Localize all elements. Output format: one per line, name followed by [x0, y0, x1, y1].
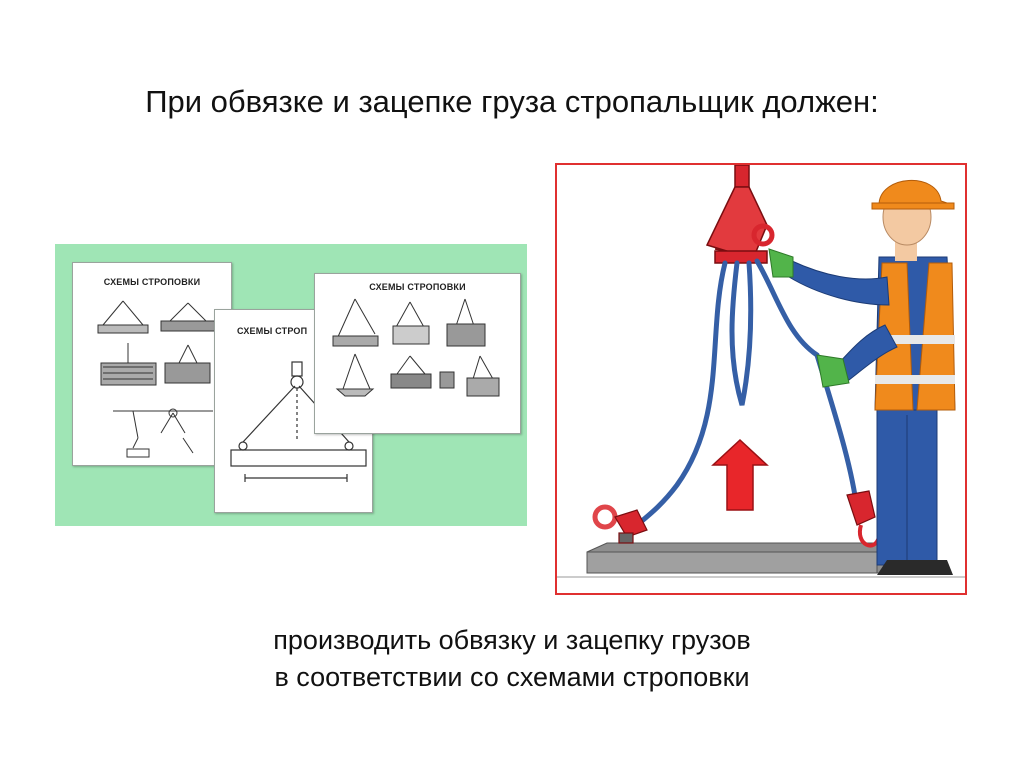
worker-slinging-illustration	[557, 165, 965, 578]
slide-caption: производить обвязку и зацепку грузов в с…	[0, 622, 1024, 696]
scheme-sheet-3-title: СХЕМЫ СТРОПОВКИ	[369, 282, 466, 292]
scheme-sheet-3: СХЕМЫ СТРОПОВКИ	[314, 273, 521, 434]
sling-angle-drawing-icon	[230, 361, 367, 482]
scheme-sheet-2-title: СХЕМЫ СТРОП	[237, 326, 308, 336]
scheme-sheet-1-title: СХЕМЫ СТРОПОВКИ	[103, 277, 201, 287]
slide-title: При обвязке и зацепке груза стропальщик …	[145, 84, 879, 119]
scheme-grid-drawings-icon	[332, 298, 500, 397]
rigging-schemes-image: СХЕМЫ СТРОПОВКИ СХЕМЫ СТРОП	[55, 244, 527, 526]
scheme-drawings-icon	[97, 300, 220, 458]
caption-line-1: производить обвязку и зацепку грузов	[273, 625, 751, 655]
up-arrow-icon	[711, 438, 769, 511]
scheme-sheet-1: СХЕМЫ СТРОПОВКИ	[72, 262, 232, 466]
caption-line-2: в соответствии со схемами строповки	[274, 662, 750, 692]
concrete-slab-icon	[557, 542, 965, 578]
crane-hook-icon	[705, 165, 775, 264]
rigging-illustration	[555, 163, 967, 595]
worker-icon	[768, 179, 956, 575]
